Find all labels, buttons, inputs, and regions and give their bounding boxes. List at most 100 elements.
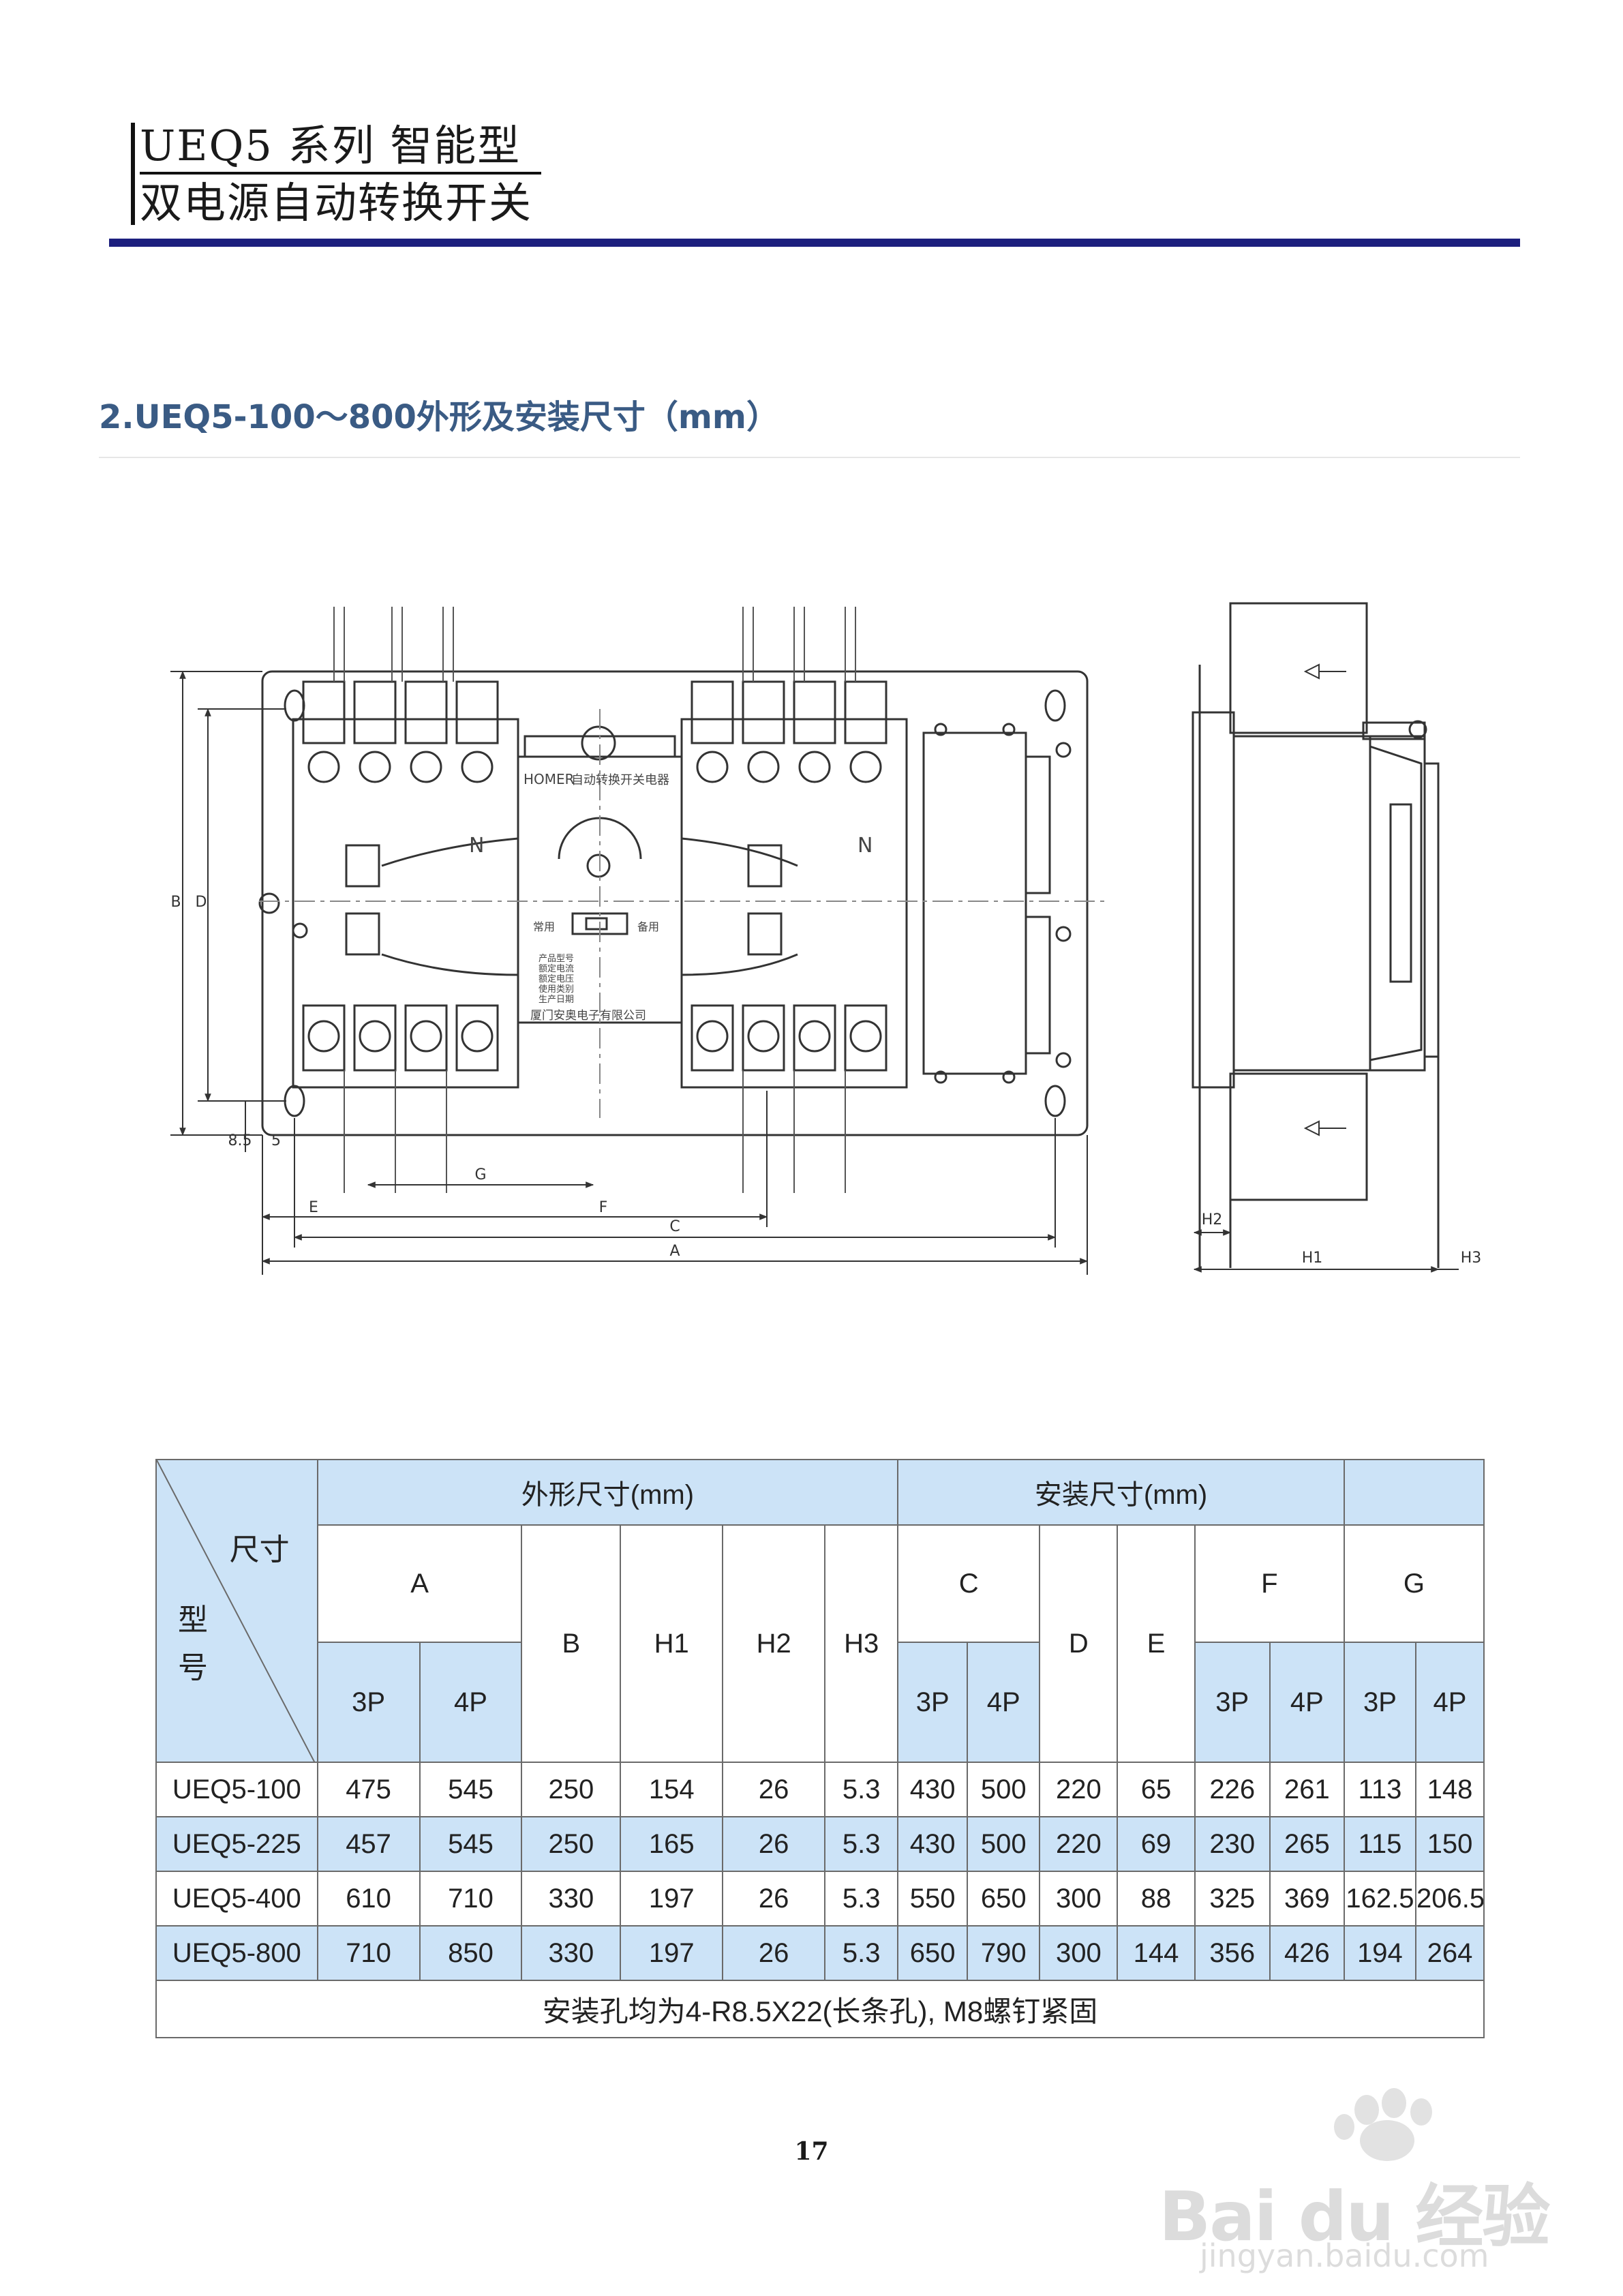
watermark-url: jingyan.baidu.com [1200, 2237, 1489, 2274]
cell-H1: 165 [620, 1816, 724, 1872]
corner-left-label: 型号 [178, 1603, 208, 1685]
col-header-H1: H1 [620, 1524, 724, 1763]
cell-C3: 430 [897, 1816, 969, 1872]
cell-G3: 194 [1343, 1925, 1416, 1981]
conductor-lines [333, 607, 856, 1193]
neutral-label-left: N [469, 834, 484, 858]
cell-H1: 197 [620, 1925, 724, 1981]
dim-label-H1: H1 [1302, 1250, 1323, 1267]
cell-A4: 545 [419, 1762, 523, 1817]
col-header-F: F [1194, 1524, 1345, 1643]
col-header-D: D [1039, 1524, 1119, 1763]
cell-model: UEQ5-100 [155, 1762, 318, 1817]
cell-A4: 545 [419, 1816, 523, 1872]
cell-A3: 475 [316, 1762, 421, 1817]
cell-model: UEQ5-400 [155, 1871, 318, 1927]
pole-header-A-3p: 3P [316, 1642, 421, 1763]
pole-header-G-3p: 3P [1343, 1642, 1416, 1763]
pole-header-C-3p: 3P [897, 1642, 969, 1763]
cell-G4: 206.5 [1414, 1871, 1485, 1927]
cell-G4: 264 [1414, 1925, 1485, 1981]
product-line-4: 使用类别 [539, 984, 574, 995]
cell-A4: 710 [419, 1871, 523, 1927]
cell-D: 300 [1039, 1925, 1119, 1981]
table-row: UEQ5-400 610 710 330 197 26 5.3 550 650 … [155, 1871, 1485, 1927]
cell-C3: 550 [897, 1871, 969, 1927]
cell-H3: 5.3 [824, 1762, 899, 1817]
cell-model: UEQ5-800 [155, 1925, 318, 1981]
table-header-row-2: A B H1 H2 H3 C D E F G [156, 1524, 1485, 1763]
dim-label-E: E [309, 1199, 318, 1216]
cell-E: 88 [1117, 1871, 1196, 1927]
cell-E: 69 [1117, 1816, 1196, 1872]
pole-header-G-4p: 4P [1414, 1642, 1485, 1763]
table-header-row-1: 尺寸 型号 外形尺寸(mm) 安装尺寸(mm) [155, 1459, 1485, 1763]
table-row: UEQ5-800 710 850 330 197 26 5.3 650 790 … [155, 1925, 1485, 1981]
col-header-B: B [521, 1524, 622, 1763]
header-series: UEQ5 系列 智能型 [140, 120, 542, 175]
cell-E: 144 [1117, 1925, 1196, 1981]
cell-H2: 26 [722, 1925, 826, 1981]
cell-C4: 500 [967, 1816, 1041, 1872]
product-line-5: 生产日期 [539, 995, 574, 1005]
header-product: 双电源自动转换开关 [140, 178, 533, 228]
cell-G4: 148 [1414, 1762, 1485, 1817]
right-top-terminals [691, 680, 888, 783]
cell-F3: 226 [1194, 1762, 1271, 1817]
product-line-2: 额定电流 [539, 964, 574, 974]
watermark-brand: Bai du 经验 [1159, 2177, 1550, 2256]
cell-F3: 230 [1194, 1816, 1271, 1872]
cell-C3: 650 [897, 1925, 969, 1981]
cell-H1: 154 [620, 1762, 724, 1817]
corner-top-label: 尺寸 [229, 1533, 290, 1567]
brand-text: HOMER [524, 771, 575, 787]
company-name: 厦门安奥电子有限公司 [530, 1009, 646, 1023]
table-corner-cell: 尺寸 型号 [155, 1459, 318, 1763]
product-line-3: 额定电压 [539, 974, 574, 984]
cell-C4: 790 [967, 1925, 1041, 1981]
col-header-H2: H2 [722, 1524, 826, 1763]
cell-H2: 26 [722, 1762, 826, 1817]
cell-H3: 5.3 [824, 1925, 899, 1981]
cell-E: 65 [1117, 1762, 1196, 1817]
section-divider [99, 457, 1520, 458]
cell-G3: 113 [1343, 1762, 1416, 1817]
cell-A3: 610 [316, 1871, 421, 1927]
cell-F4: 261 [1269, 1762, 1345, 1817]
cell-C4: 500 [967, 1762, 1041, 1817]
mounting-note: 安装孔均为4-R8.5X22(长条孔), M8螺钉紧固 [155, 1980, 1485, 2038]
cell-F4: 369 [1269, 1871, 1345, 1927]
dimension-table: 尺寸 型号 外形尺寸(mm) 安装尺寸(mm) A B H1 H2 H3 C D… [155, 1459, 1485, 2038]
table-row: UEQ5-225 457 545 250 165 26 5.3 430 500 … [155, 1816, 1485, 1872]
dim-label-A: A [669, 1243, 680, 1260]
group-blank-header [1343, 1459, 1485, 1526]
cell-model: UEQ5-225 [155, 1816, 318, 1872]
cell-C4: 650 [967, 1871, 1041, 1927]
cell-H2: 26 [722, 1816, 826, 1872]
front-view [258, 670, 1089, 1136]
cell-H1: 197 [620, 1871, 724, 1927]
paw-icon [1334, 2088, 1432, 2161]
cell-B: 250 [521, 1762, 622, 1817]
col-header-G: G [1343, 1524, 1485, 1643]
pole-header-F-4p: 4P [1269, 1642, 1345, 1763]
header-rule [109, 239, 1520, 247]
col-header-H3: H3 [824, 1524, 899, 1763]
cell-G3: 162.5 [1343, 1871, 1416, 1927]
dim-label-H3: H3 [1461, 1250, 1482, 1267]
dim-label-D: D [196, 894, 207, 911]
cell-D: 220 [1039, 1816, 1119, 1872]
cell-F4: 265 [1269, 1816, 1345, 1872]
cell-G3: 115 [1343, 1816, 1416, 1872]
page-number: 17 [794, 2137, 829, 2166]
cell-F4: 426 [1269, 1925, 1345, 1981]
corner-diagonal [157, 1461, 315, 1761]
group-outline-header: 外形尺寸(mm) [316, 1459, 899, 1526]
dim-label-F: F [599, 1199, 608, 1216]
pole-header-A-4p: 4P [419, 1642, 523, 1763]
cell-H3: 5.3 [824, 1871, 899, 1927]
table-row: UEQ5-100 475 545 250 154 26 5.3 430 500 … [155, 1762, 1485, 1817]
dim-label-G: G [474, 1166, 486, 1183]
product-line-1: 产品型号 [539, 954, 574, 964]
cell-F3: 325 [1194, 1871, 1271, 1927]
